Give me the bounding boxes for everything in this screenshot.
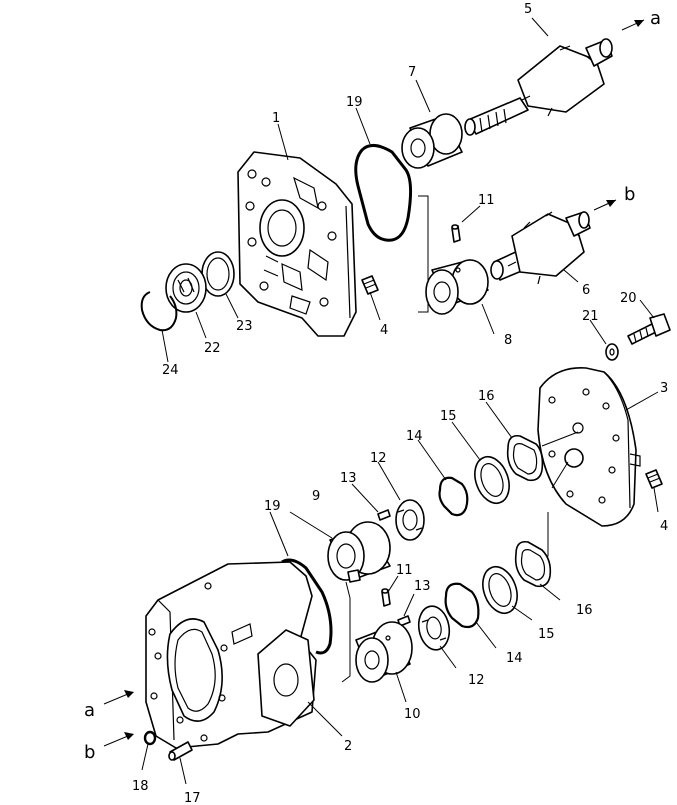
port-labels: a b a b: [84, 8, 661, 763]
bushing-7: [401, 113, 463, 169]
callout-2: 2: [344, 739, 352, 754]
seal-23: [201, 251, 235, 297]
callout-8: 8: [504, 333, 512, 348]
bolt-20: [627, 313, 671, 345]
callout-23: 23: [236, 319, 253, 334]
pin-11-bottom: [381, 588, 391, 607]
o-ring-18: [143, 730, 157, 746]
callout-3: 3: [660, 381, 668, 396]
snap-ring-24: [140, 291, 178, 332]
callout-14-top: 14: [406, 429, 423, 444]
callout-13-bottom: 13: [414, 579, 431, 594]
callout-17: 17: [184, 791, 201, 805]
bearing-22: [165, 263, 207, 313]
port-b-bottom: b: [84, 742, 95, 763]
callout-15-top: 15: [440, 409, 457, 424]
callout-15-bottom: 15: [538, 627, 555, 642]
callout-5: 5: [524, 2, 532, 17]
plug-4-right: [645, 469, 663, 489]
callout-6: 6: [582, 283, 590, 298]
callout-19-bottom: 19: [264, 499, 281, 514]
callout-10: 10: [404, 707, 421, 722]
callout-21: 21: [582, 309, 599, 324]
backup-ring-15-bottom: [482, 565, 518, 615]
bushing-9: [327, 521, 391, 583]
seal-16-bottom: [514, 540, 552, 588]
pin-11-top: [451, 224, 461, 243]
callout-16-top: 16: [478, 389, 495, 404]
port-a-top: a: [650, 8, 661, 29]
pump-body-2: [145, 561, 317, 749]
callout-1: 1: [272, 111, 280, 126]
callout-11-bottom: 11: [396, 563, 413, 578]
callout-19-top: 19: [346, 95, 363, 110]
callout-14-bottom: 14: [506, 651, 523, 666]
callout-9: 9: [312, 489, 320, 504]
part-callouts: 5 7 19 1 11 6 8 4 23 22 24 20 21 3 4 16 …: [132, 2, 668, 805]
assembly-line-bottom: [341, 581, 351, 683]
bushing-8: [425, 259, 489, 315]
assembly-line-top: [418, 195, 429, 313]
backup-ring-15-top: [474, 455, 510, 505]
plate-12-top: [395, 499, 425, 541]
port-a-bottom: a: [84, 700, 95, 721]
plate-12-bottom: [417, 605, 451, 651]
callout-4-right: 4: [660, 519, 668, 534]
callout-13-top: 13: [340, 471, 357, 486]
callout-12-top: 12: [370, 451, 387, 466]
port-b-top: b: [624, 184, 635, 205]
driven-gear-6: [490, 211, 591, 285]
callout-20: 20: [620, 291, 637, 306]
callout-22: 22: [204, 341, 221, 356]
seal-16-top: [506, 434, 544, 482]
o-ring-19-bottom: [281, 558, 333, 655]
bushing-10: [355, 621, 413, 683]
callout-24: 24: [162, 363, 179, 378]
seal-14-top: [438, 476, 469, 517]
drive-shaft-gear-5: [464, 38, 613, 136]
dowel-pin-17: [168, 741, 193, 761]
plug-4-top: [361, 275, 379, 295]
washer-21: [605, 343, 619, 361]
rear-cover-3: [537, 367, 641, 527]
callout-16-bottom: 16: [576, 603, 593, 618]
pin-13-top: [377, 509, 391, 521]
leader-lines: [141, 17, 659, 785]
callout-4-top: 4: [380, 323, 388, 338]
seal-14-bottom: [444, 582, 480, 629]
callout-7: 7: [408, 65, 416, 80]
callout-12-bottom: 12: [468, 673, 485, 688]
front-cover-1: [237, 151, 357, 337]
flow-arrows: [103, 19, 645, 747]
callout-11-top: 11: [478, 193, 495, 208]
o-ring-19-top: [354, 144, 413, 242]
callout-18: 18: [132, 779, 149, 794]
